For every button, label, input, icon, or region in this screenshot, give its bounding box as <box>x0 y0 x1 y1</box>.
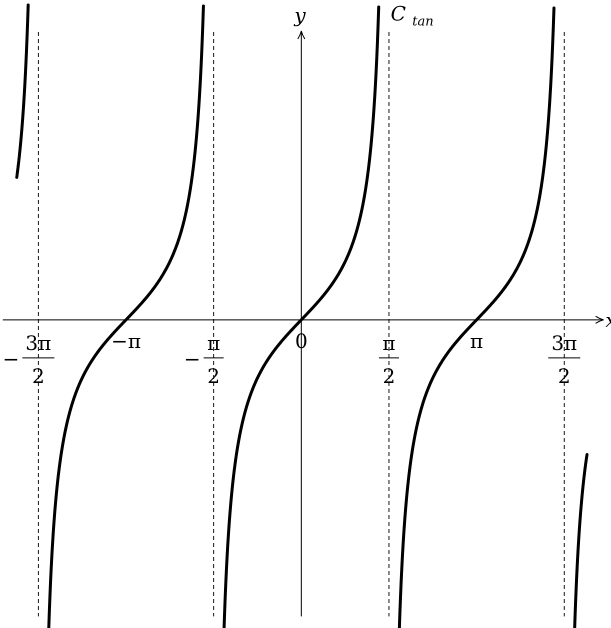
tick-sign: − <box>184 347 201 371</box>
x-tick-label: 0 <box>295 329 308 353</box>
x-tick-label: −π <box>111 329 141 353</box>
y-axis-label: y <box>293 3 306 27</box>
tan-branch <box>397 6 556 628</box>
tick-text: −π <box>111 329 141 353</box>
tick-numerator: 3π <box>25 331 51 355</box>
curve-label-main: C <box>391 1 406 25</box>
tan-branch <box>47 4 205 628</box>
tan-branch <box>15 3 30 179</box>
tick-numerator: 3π <box>551 331 577 355</box>
x-tick-label: −π 2 <box>184 331 224 388</box>
asymptote-lines <box>37 31 565 617</box>
tick-text: 0 <box>295 329 308 353</box>
tan-curve <box>15 3 589 628</box>
curve-label: C tan <box>391 1 434 29</box>
tan-branch <box>222 5 381 628</box>
tick-text: π <box>470 329 483 353</box>
x-tick-label: π2 <box>378 331 399 388</box>
tick-denominator: 2 <box>383 364 396 388</box>
curve-label-sub: tan <box>412 14 433 29</box>
tick-denominator: 2 <box>558 364 571 388</box>
axes: x y <box>2 3 611 617</box>
tick-numerator: π <box>207 331 220 355</box>
svg-text:C tan: C tan <box>391 1 434 29</box>
x-tick-label: −3π 2 <box>3 331 55 388</box>
tick-sign: − <box>3 347 20 371</box>
tick-denominator: 2 <box>207 364 220 388</box>
tick-denominator: 2 <box>32 364 45 388</box>
x-tick-label: π <box>470 329 483 353</box>
tan-branch <box>573 452 589 628</box>
tick-numerator: π <box>382 331 395 355</box>
x-tick-label: 3π2 <box>548 331 581 388</box>
x-axis-label: x <box>605 308 611 332</box>
